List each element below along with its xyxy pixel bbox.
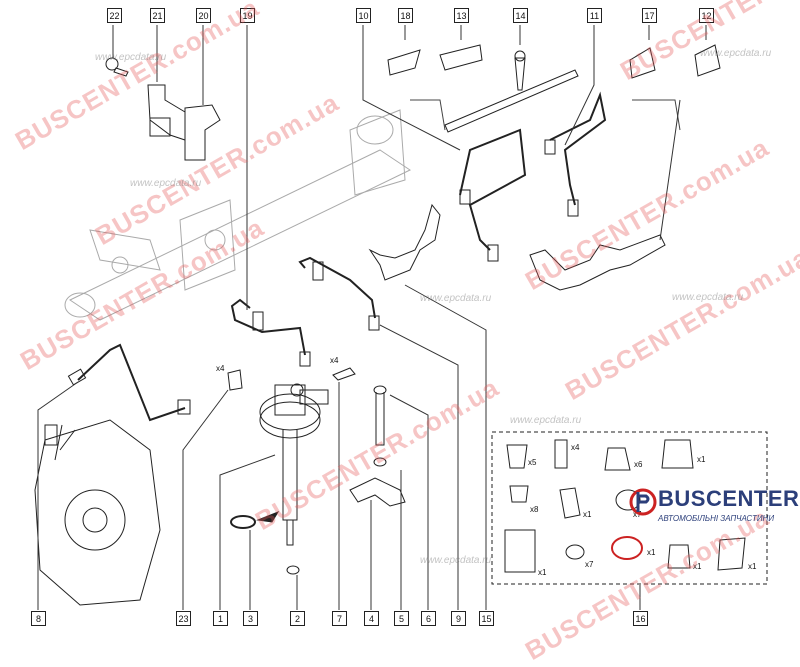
site-watermark-3: www.epcdata.ru xyxy=(420,293,492,304)
seal-3 xyxy=(230,515,256,529)
leader-lines xyxy=(37,25,707,610)
callout-18: 18 xyxy=(398,8,413,23)
callout-4: 4 xyxy=(364,611,379,626)
kit-parts xyxy=(504,439,746,573)
bracket-strip xyxy=(444,69,579,133)
qty-kit-6: x1 xyxy=(583,510,592,519)
qty-kit-4: x1 xyxy=(697,455,706,464)
qty-kit-2: x4 xyxy=(571,443,580,452)
bolt-22 xyxy=(105,57,129,77)
high-pressure-pump xyxy=(34,419,161,606)
fuel-rail xyxy=(64,109,412,321)
callout-13: 13 xyxy=(454,8,469,23)
callout-16: 16 xyxy=(633,611,648,626)
qty-kit-9: x1 xyxy=(647,548,656,557)
callout-19: 19 xyxy=(240,8,255,23)
bolt-6 xyxy=(373,385,387,446)
kit-frame xyxy=(491,431,768,585)
logo-mark-icon xyxy=(629,488,657,516)
clip-23 xyxy=(227,369,243,391)
qty-kit-10: x7 xyxy=(585,560,594,569)
callout-22: 22 xyxy=(107,8,122,23)
clamp-4 xyxy=(349,477,406,507)
callout-11: 11 xyxy=(587,8,602,23)
site-watermark-5: www.epcdata.ru xyxy=(510,415,582,426)
injector-pipe-19 xyxy=(230,298,306,356)
callout-21: 21 xyxy=(150,8,165,23)
callout-14: 14 xyxy=(513,8,528,23)
callout-6: 6 xyxy=(421,611,436,626)
washer-2 xyxy=(286,565,300,575)
site-watermark-6: www.epcdata.ru xyxy=(420,555,492,566)
callout-15: 15 xyxy=(479,611,494,626)
callout-2: 2 xyxy=(290,611,305,626)
qty-kit-11: x1 xyxy=(693,562,702,571)
site-watermark-1: www.epcdata.ru xyxy=(95,52,167,63)
clip-7 xyxy=(332,367,356,381)
qty-kit-3: x6 xyxy=(634,460,643,469)
qty-23: x4 xyxy=(216,364,225,373)
bracket-15 xyxy=(368,203,441,281)
callout-1: 1 xyxy=(213,611,228,626)
qty-kit-12: x1 xyxy=(748,562,757,571)
callout-10: 10 xyxy=(356,8,371,23)
qty-kit-1: x5 xyxy=(528,458,537,467)
logo-tagline: АВТОМОБІЛЬНІ ЗАПЧАСТИНИ xyxy=(658,514,775,523)
injector-pipe-11 xyxy=(549,91,607,206)
callout-5: 5 xyxy=(394,611,409,626)
injector xyxy=(259,383,329,546)
bracket-21 xyxy=(147,84,186,141)
qty-kit-8: x1 xyxy=(538,568,547,577)
brand-logo: BUSCENTER АВТОМОБІЛЬНІ ЗАПЧАСТИНИ xyxy=(628,482,799,542)
callout-8: 8 xyxy=(31,611,46,626)
qty-kit-5: x8 xyxy=(530,505,539,514)
callout-12: 12 xyxy=(699,8,714,23)
bracket-12 xyxy=(529,234,666,291)
callout-3: 3 xyxy=(243,611,258,626)
qty-kit-7: x7 xyxy=(633,510,642,519)
callout-9: 9 xyxy=(451,611,466,626)
logo-brand-text: BUSCENTER xyxy=(658,486,800,511)
injector-pipe-9 xyxy=(298,256,376,319)
site-watermark-7: www.epcdata.ru xyxy=(700,48,772,59)
site-watermark-2: www.epcdata.ru xyxy=(130,178,202,189)
site-watermark-4: www.epcdata.ru xyxy=(672,292,744,303)
injector-pipe-10 xyxy=(459,128,527,251)
callout-17: 17 xyxy=(642,8,657,23)
callout-23: 23 xyxy=(176,611,191,626)
callout-7: 7 xyxy=(332,611,347,626)
callout-20: 20 xyxy=(196,8,211,23)
qty-7: x4 xyxy=(330,356,339,365)
pump-pipe xyxy=(77,343,186,422)
washer-5 xyxy=(373,457,387,467)
bracket-20 xyxy=(184,104,221,161)
